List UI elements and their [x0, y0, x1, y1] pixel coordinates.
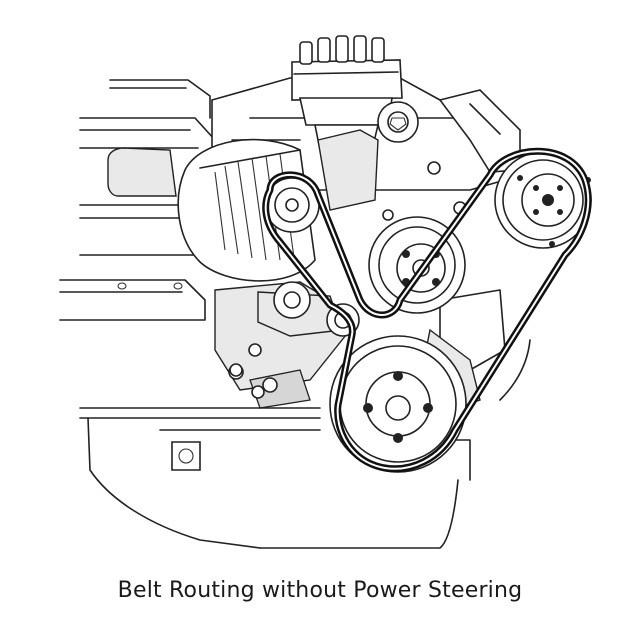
- idler-pulley: [257, 281, 360, 337]
- ac-compressor: [494, 151, 592, 249]
- thermostat-housing: [377, 101, 419, 143]
- drive-belt: [262, 147, 592, 473]
- valve-cover: [59, 79, 216, 321]
- crankshaft-pulley: [329, 335, 467, 473]
- oil-pan: [79, 339, 531, 549]
- mounting-bolts: [229, 161, 467, 399]
- figure-caption: Belt Routing without Power Steering: [117, 578, 523, 603]
- alternator-pulley: [264, 177, 320, 233]
